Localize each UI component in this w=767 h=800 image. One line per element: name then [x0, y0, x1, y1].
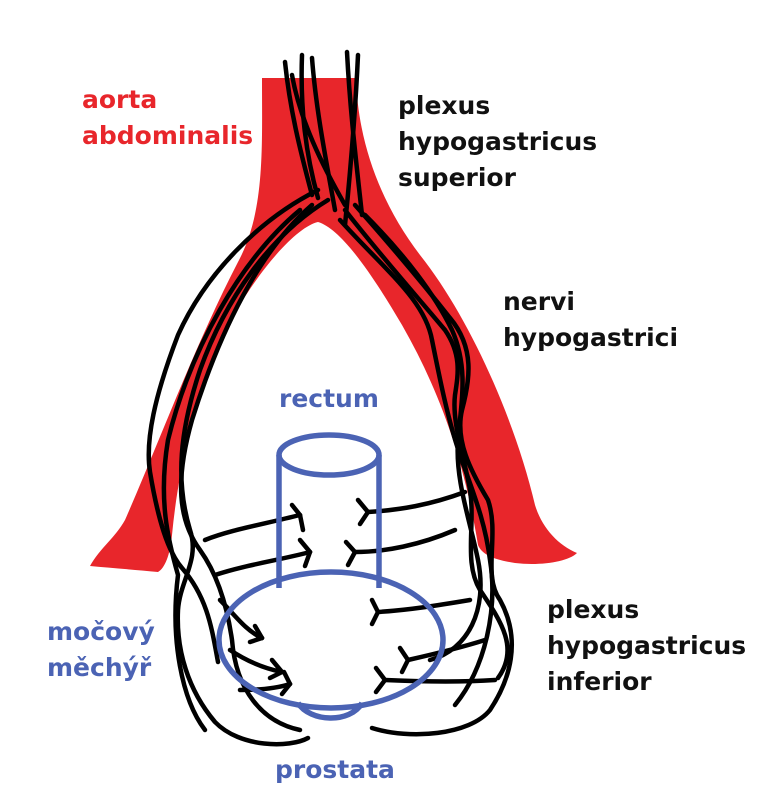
- bladder-branch-right-2-fork-a: [397, 645, 411, 663]
- left-hypogastric-nerve-4: [161, 207, 303, 733]
- rectum-branch-right-2: [352, 527, 458, 555]
- bladder-branch-right-3-fork-b: [373, 677, 388, 695]
- rectum-branch-right-1-fork-a: [355, 497, 371, 515]
- label-aorta-line1: aorta: [82, 85, 158, 114]
- bladder-branch-left-2: [227, 647, 285, 675]
- bladder-branch-left-3-fork-b: [279, 681, 293, 697]
- label-prostata: prostata: [275, 752, 395, 788]
- left-hypogastric-nerve-2: [175, 197, 331, 747]
- rectum-branch-left-2-fork-b: [302, 549, 313, 569]
- rectum-branch-right-1-fork-b: [357, 509, 371, 527]
- label-plexus-superior-line1: plexus: [398, 91, 491, 120]
- label-mocovy-line2: měchýř: [47, 653, 152, 682]
- bladder-branch-right-3-fork-a: [373, 665, 388, 683]
- bladder-branch-right-3: [382, 677, 498, 684]
- bladder-branch-left-1-fork-a: [252, 623, 265, 641]
- label-plexus-inferior-line1: plexus: [547, 595, 640, 624]
- bladder-branch-right-2: [405, 637, 488, 663]
- nerve-trunk-5: [342, 52, 361, 228]
- label-nervi-line2: hypogastrici: [503, 323, 679, 352]
- label-nervi-line1: nervi: [503, 287, 575, 316]
- label-aorta-abdominalis: aorta abdominalis: [82, 82, 253, 154]
- label-aorta-line2: abdominalis: [82, 121, 254, 150]
- rectum-branch-left-2: [212, 549, 313, 578]
- left-hypogastric-nerve-1: [146, 187, 321, 665]
- label-plexus-superior-line2: hypogastricus: [398, 127, 598, 156]
- label-rectum-text: rectum: [279, 384, 379, 413]
- bladder-branch-right-1: [375, 597, 473, 615]
- bladder-branch-left-2-fork-b: [267, 669, 285, 681]
- nerve-fibers: [146, 49, 514, 747]
- right-hypogastric-nerve-4: [337, 217, 495, 708]
- aorta-abdominalis-shape: [90, 78, 577, 572]
- rectum-branch-left-1-fork-b: [297, 512, 306, 533]
- rectum-branch-left-1: [202, 512, 303, 543]
- bladder-branch-left-1-fork-b: [247, 635, 265, 645]
- nerve-trunk-2: [299, 52, 321, 201]
- prostata-shape: [295, 701, 365, 721]
- rectum-top-ellipse: [276, 432, 382, 478]
- bladder-branch-right-2-fork-b: [399, 657, 411, 675]
- right-hypogastric-nerve-2: [352, 202, 514, 737]
- label-plexus-hypogastricus-inferior: plexus hypogastricus inferior: [547, 592, 746, 700]
- label-plexus-superior-line3: superior: [398, 163, 516, 192]
- right-hypogastric-nerve-3: [362, 212, 483, 663]
- rectum-branch-right-1: [365, 489, 468, 515]
- rectum-branch-left-2-fork-a: [297, 537, 313, 555]
- label-rectum: rectum: [279, 381, 379, 417]
- label-mocovy-line1: močový: [47, 617, 155, 646]
- bladder-branch-left-2-fork-a: [269, 657, 285, 675]
- nerve-trunk-1: [282, 59, 315, 198]
- nerve-trunk-6: [289, 72, 348, 208]
- mocovy-mechyr-shape: [216, 569, 446, 711]
- bladder-branch-left-1: [217, 597, 265, 641]
- label-mocovy-mechyr: močový měchýř: [47, 614, 155, 686]
- label-plexus-hypogastricus-superior: plexus hypogastricus superior: [398, 88, 597, 196]
- label-nervi-hypogastrici: nervi hypogastrici: [503, 284, 678, 356]
- rectum-branch-right-2-fork-b: [345, 549, 358, 568]
- label-plexus-inferior-line3: inferior: [547, 667, 652, 696]
- bladder-branch-right-1-fork-b: [369, 609, 381, 627]
- label-prostata-text: prostata: [275, 755, 395, 784]
- rectum-shape: [276, 432, 382, 588]
- nerve-trunk-3: [309, 55, 338, 213]
- label-plexus-inferior-line2: hypogastricus: [547, 631, 747, 660]
